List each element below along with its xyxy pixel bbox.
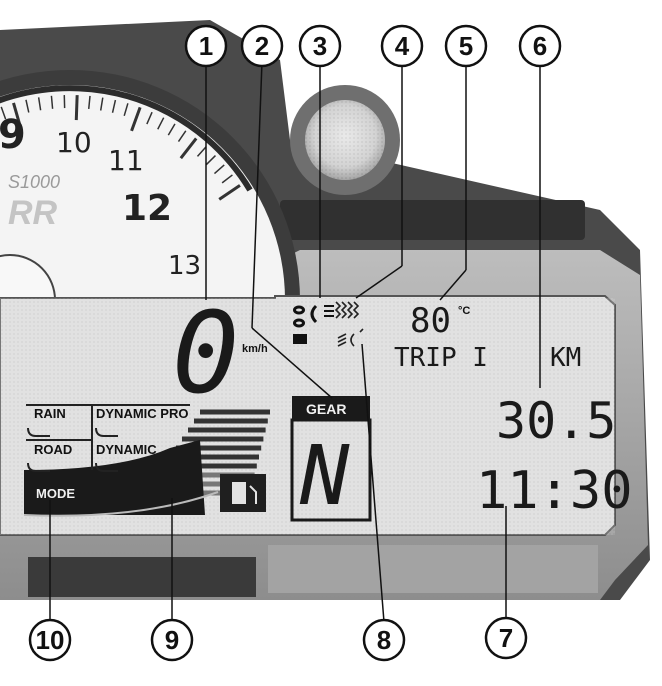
tacho-number-9: 9 (0, 112, 26, 158)
tacho-tick (25, 99, 30, 113)
tacho-tick (74, 95, 79, 121)
callout-label-1: 1 (199, 31, 213, 61)
mode-separators (26, 404, 190, 472)
callout-label-2: 2 (255, 31, 269, 61)
tacho-tick (179, 137, 198, 160)
oil-pressure-icon (293, 305, 305, 328)
callout-circle-9 (150, 618, 194, 662)
mode-item-dynamic: DYNAMIC (96, 442, 157, 457)
tacho-tick (146, 111, 153, 125)
tacho-tick (12, 102, 22, 128)
callout-label-9: 9 (165, 625, 179, 655)
lower-recess-right (268, 545, 598, 593)
tacho-tick (157, 117, 165, 130)
upper-recess (280, 200, 585, 240)
battery-icon (293, 334, 307, 344)
callout-circle-4 (380, 24, 424, 68)
mode-item-dynamic-pro: DYNAMIC PRO (96, 406, 188, 421)
callout-circle-10 (28, 618, 72, 662)
callout-circle-5 (444, 24, 488, 68)
gear-label: GEAR (306, 401, 346, 417)
tacho-tick (99, 97, 104, 111)
mode-item-road: ROAD (34, 442, 72, 457)
callout-label-3: 3 (313, 31, 327, 61)
tachometer-ticks (0, 95, 241, 201)
trip-label: TRIP I (394, 343, 488, 373)
tacho-tick (111, 99, 117, 113)
temperature-value: 80 (410, 301, 451, 341)
trip-unit: KM (550, 343, 581, 373)
high-beam-icon (310, 304, 334, 324)
trip-value: 30.5 (496, 392, 616, 450)
tacho-logo: S1000 (8, 172, 60, 192)
tacho-tick (218, 184, 241, 201)
clock-value: 11:30 (476, 461, 633, 521)
tacho-number-13: 13 (168, 251, 201, 281)
speed-unit: km/h (242, 343, 268, 355)
callout-label-10: 10 (36, 625, 65, 655)
tacho-logo-sub: RR (8, 194, 58, 232)
gear-window (290, 418, 372, 522)
tacho-tick (196, 146, 207, 157)
tacho-number-12: 12 (122, 188, 172, 229)
traction-warning-icon (334, 301, 360, 319)
tacho-tick (37, 97, 42, 111)
tacho-tick (123, 103, 129, 117)
gear-value: N (299, 429, 350, 524)
tacho-tick (130, 106, 142, 132)
gear-label-box (292, 396, 370, 420)
callout-circle-8 (362, 618, 406, 662)
fog-light-icon (337, 328, 364, 347)
callout-circle-2 (240, 24, 284, 68)
tacho-tick (205, 155, 216, 166)
speed-value: 0 (172, 289, 239, 419)
callout-circle-1 (184, 24, 228, 68)
tacho-tick (167, 123, 176, 136)
callout-label-6: 6 (533, 31, 547, 61)
callout-circle-3 (298, 24, 342, 68)
lower-recess-left (28, 557, 256, 597)
tacho-tick (0, 106, 7, 120)
callout-label-5: 5 (459, 31, 473, 61)
fuel-icon (220, 474, 266, 512)
callout-label-4: 4 (395, 31, 410, 61)
callout-label-8: 8 (377, 625, 391, 655)
tacho-tick (221, 174, 233, 184)
callout-circle-7 (484, 616, 528, 660)
tacho-tick (213, 164, 225, 175)
temperature-unit: °C (458, 305, 470, 317)
callout-circle-6 (518, 24, 562, 68)
mode-panel (23, 440, 219, 517)
leader-lines (49, 61, 541, 623)
tacho-number-11: 11 (108, 144, 144, 177)
mode-title: MODE (36, 486, 75, 501)
mode-item-rain: RAIN (34, 406, 66, 421)
tacho-tick (87, 95, 91, 109)
tacho-tick (50, 95, 54, 109)
tacho-tick (177, 130, 187, 143)
tacho-number-10: 10 (56, 126, 92, 159)
callout-label-7: 7 (499, 623, 513, 653)
